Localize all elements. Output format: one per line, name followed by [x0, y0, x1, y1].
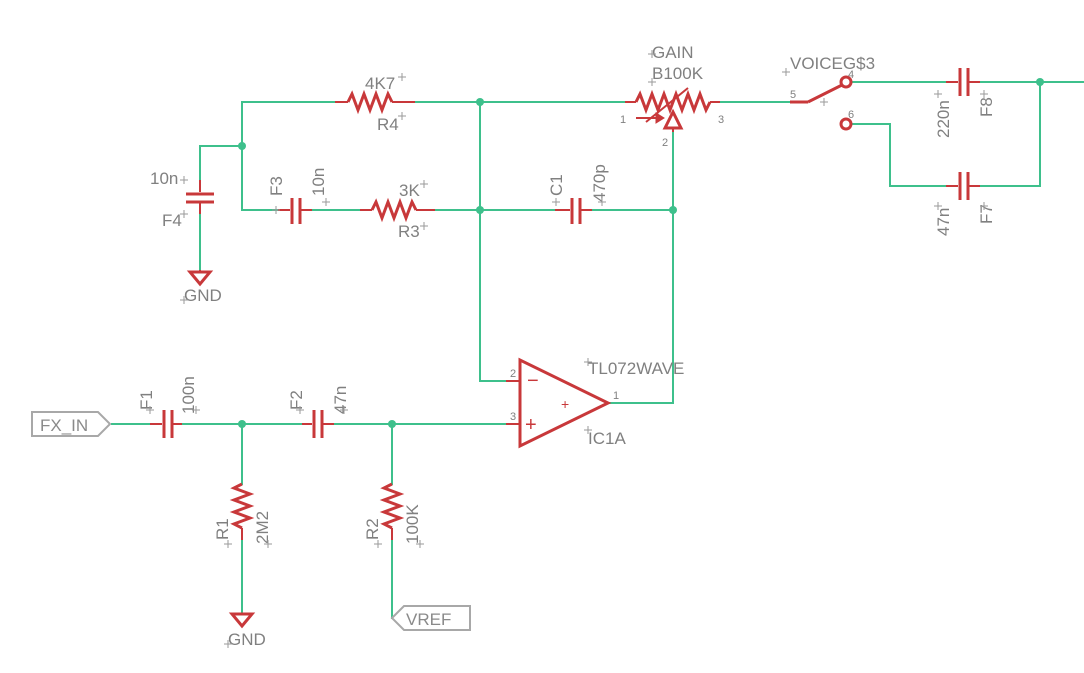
- r4-name: R4: [377, 115, 399, 134]
- f7-name: F7: [977, 204, 996, 224]
- voice-pin-6: 6: [848, 109, 854, 121]
- opamp-pin-1: 1: [613, 390, 619, 402]
- capacitor-f3: F3 10n: [267, 168, 328, 224]
- junction: [476, 206, 484, 214]
- gain-name: GAIN: [652, 43, 694, 62]
- f1-name: F1: [137, 390, 156, 410]
- r1-value: 2M2: [253, 511, 272, 544]
- junction: [1036, 78, 1044, 86]
- r3-value: 3K: [399, 181, 420, 200]
- resistor-r4: 4K7 R4: [335, 74, 415, 134]
- opamp-plus-sign: +: [525, 414, 537, 436]
- gain-pin-2: 2: [662, 137, 668, 149]
- gain-pin-1: 1: [620, 114, 626, 126]
- capacitor-f1: F1 100n: [137, 376, 198, 438]
- wire-sw6-f7: [851, 123, 947, 187]
- resistor-r2: R2 100K: [363, 482, 422, 544]
- wire-r4-left: [241, 101, 336, 147]
- origin-markers: [146, 50, 988, 648]
- gnd-top-label: GND: [184, 286, 222, 305]
- ic1a-name: IC1A: [588, 429, 626, 448]
- gain-pin-3: 3: [718, 114, 724, 126]
- wire-f3-left: [241, 145, 279, 211]
- gnd-bottom-label: GND: [228, 630, 266, 649]
- junctions: [238, 78, 1044, 428]
- junction: [669, 206, 677, 214]
- capacitor-f4: 10n F4: [150, 169, 214, 230]
- r1-name: R1: [213, 518, 232, 540]
- f8-name: F8: [977, 97, 996, 117]
- opamp-ic1a: − + + TL072WAVE IC1A 2 3 1: [506, 357, 684, 449]
- r2-name: R2: [363, 518, 382, 540]
- junction: [388, 420, 396, 428]
- f7-value: 47n: [934, 208, 953, 236]
- ground-top: GND: [184, 270, 222, 305]
- f3-value: 10n: [309, 168, 328, 196]
- f3-name: F3: [267, 176, 286, 196]
- opamp-pin-2: 2: [510, 368, 516, 380]
- junction: [238, 142, 246, 150]
- gain-value: B100K: [652, 64, 704, 83]
- c1-name: C1: [547, 174, 566, 196]
- r2-value: 100K: [403, 504, 422, 544]
- f2-value: 47n: [331, 386, 350, 414]
- opamp-inner-plus: +: [561, 396, 569, 412]
- port-vref: VREF: [390, 605, 471, 631]
- junction: [238, 420, 246, 428]
- r3-name: R3: [398, 222, 420, 241]
- capacitor-f7: 47n F7: [934, 172, 996, 236]
- capacitor-f8: 220n F8: [934, 68, 996, 138]
- vref-label: VREF: [406, 610, 451, 629]
- c1-value: 470p: [590, 164, 609, 202]
- resistor-r1: R1 2M2: [213, 482, 272, 544]
- wire-inv-input: [479, 101, 521, 382]
- r4-value: 4K7: [365, 74, 395, 93]
- switch-voice: VOICEG$3 5 4 6: [790, 54, 875, 131]
- f1-value: 100n: [179, 376, 198, 414]
- wire-f7-out: [979, 81, 1041, 187]
- ground-bottom: GND: [228, 612, 266, 649]
- junction: [476, 98, 484, 106]
- voice-name: VOICEG$3: [790, 54, 875, 73]
- wire-output-feedback: [609, 129, 674, 404]
- opamp-minus-sign: −: [527, 370, 539, 392]
- fx-in-label: FX_IN: [40, 416, 88, 435]
- f8-value: 220n: [934, 100, 953, 138]
- f4-value: 10n: [150, 169, 178, 188]
- f2-name: F2: [287, 390, 306, 410]
- voice-pin-5: 5: [790, 89, 796, 101]
- ic1a-value: TL072WAVE: [588, 359, 684, 378]
- potentiometer-gain: GAIN B100K 1 2 3: [620, 43, 724, 149]
- resistor-r3: 3K R3: [360, 181, 435, 241]
- wire-f4-top: [199, 145, 243, 181]
- capacitor-c1: C1 470p: [547, 164, 609, 224]
- opamp-pin-3: 3: [510, 411, 516, 423]
- capacitor-f2: F2 47n: [287, 386, 350, 438]
- voice-pin-4: 4: [848, 69, 854, 81]
- f4-name: F4: [162, 211, 182, 230]
- port-fx-in: FX_IN: [31, 411, 112, 437]
